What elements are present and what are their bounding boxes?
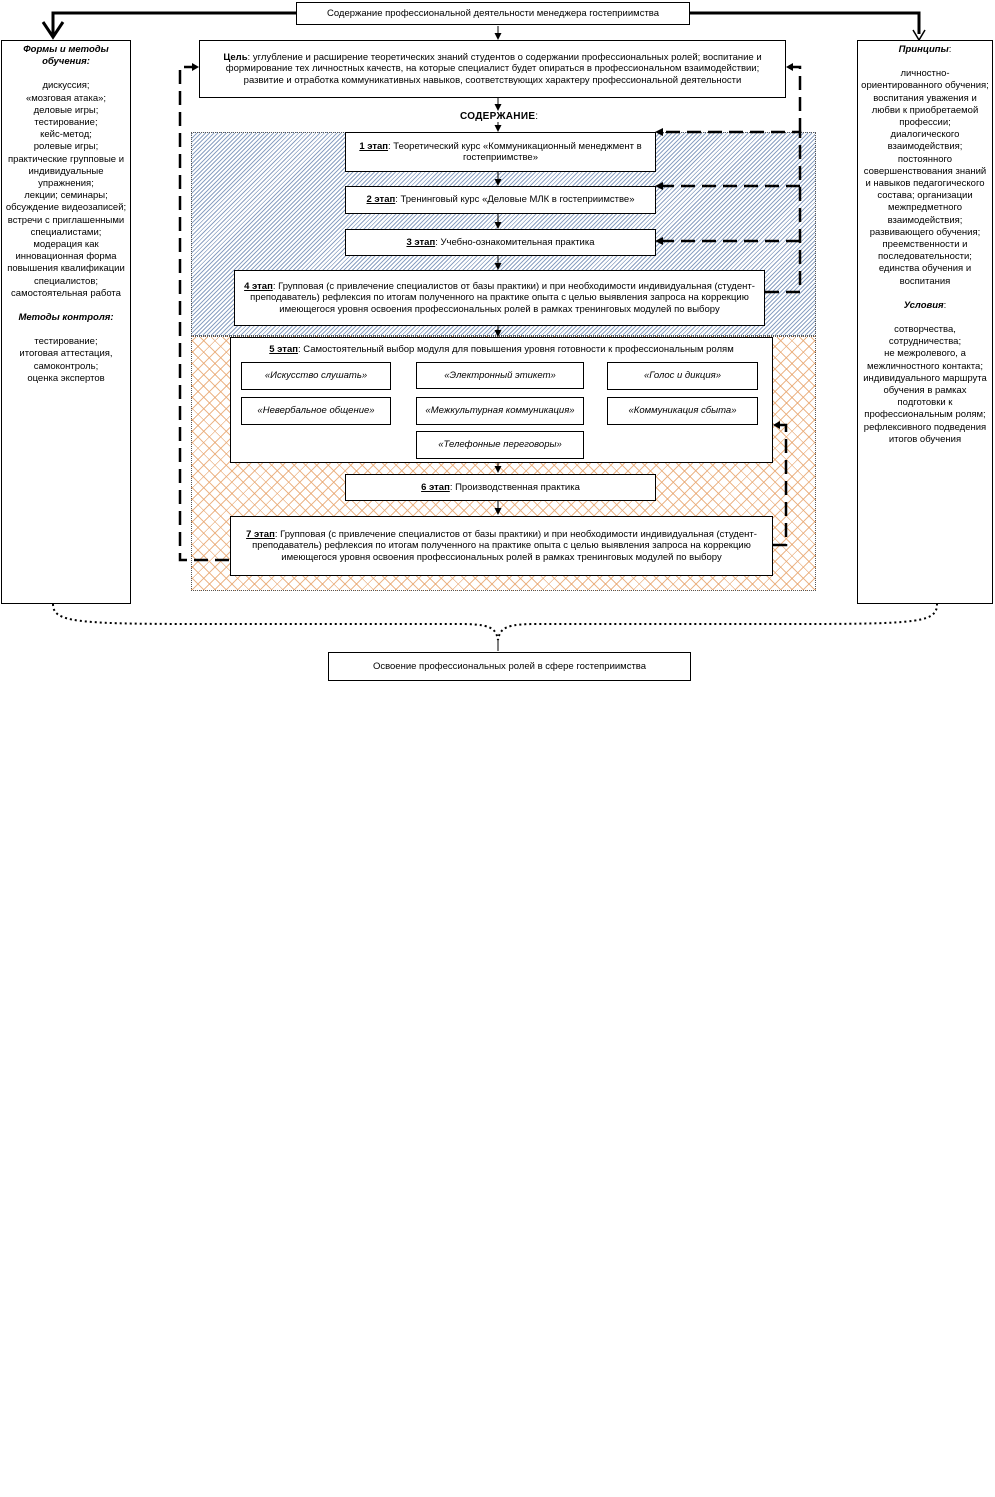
forms-item: «мозговая атака»; (25, 92, 107, 104)
arrow-to-forms (51, 11, 296, 34)
forms-item: дискуссия; (42, 80, 90, 92)
stage-1-label: 1 этап (359, 140, 389, 152)
forms-item: практические групповые и индивидуальные … (7, 153, 125, 190)
stage-2-label: 2 этап (366, 194, 396, 206)
control-item: тестирование; (34, 336, 98, 348)
module-e-etiquette: «Электронный этикет» (416, 362, 584, 389)
principles-item: личностно-ориентированного обучения; (861, 68, 989, 92)
goal-text: : углубление и расширение теоретических … (225, 51, 762, 86)
forms-item: модерация как инновационная форма повыше… (7, 239, 125, 287)
arrow-head-forms (41, 21, 65, 40)
control-item: самоконтроль; (33, 360, 99, 372)
stage-2-box: 2 этап: Тренинговый курс «Деловые МЛК в … (345, 186, 656, 214)
module-intercultural: «Межкультурная коммуникация» (416, 397, 584, 425)
stage-3-box: 3 этап: Учебно-ознакомительная практика (345, 229, 656, 256)
top-title-box: Содержание профессиональной деятельности… (296, 2, 690, 25)
stage-3-text: : Учебно-ознакомительная практика (435, 236, 595, 248)
forms-item: кейс-метод; (40, 129, 92, 141)
top-title: Содержание профессиональной деятельности… (326, 7, 660, 19)
forms-item: ролевые игры; (33, 141, 99, 153)
module-sales-communication: «Коммуникация сбыта» (607, 397, 758, 425)
forms-list: дискуссия; «мозговая атака»; деловые игр… (5, 80, 127, 300)
conditions-list: сотворчества, сотрудничества; не межроле… (861, 324, 989, 446)
principles-list: личностно-ориентированного обучения; вос… (861, 68, 989, 288)
stage-4-text: : Групповая (с привлечение специалистов … (250, 280, 755, 315)
forms-item: тестирование; (34, 117, 98, 129)
module-listening: «Искусство слушать» (241, 362, 391, 390)
goal-box: Цель: углубление и расширение теоретичес… (199, 40, 786, 98)
arrow-head-principles (912, 29, 926, 42)
stage-6-box: 6 этап: Производственная практика (345, 474, 656, 501)
forms-item: самостоятельная работа (11, 287, 121, 299)
principles-item: постоянного совершенствования знаний и н… (863, 153, 987, 226)
arrow-to-principles (690, 11, 921, 34)
principles-box: Принципы: личностно-ориентированного обу… (857, 40, 993, 604)
conditions-heading: Условия (903, 299, 944, 311)
forms-heading: Формы и методы обучения: (23, 44, 109, 68)
stage-6-label: 6 этап (421, 481, 450, 493)
forms-methods-box: Формы и методы обучения: дискуссия; «моз… (1, 40, 131, 604)
principles-item: диалогического взаимодействия; (887, 129, 963, 153)
conditions-item: сотворчества, сотрудничества; (888, 324, 962, 348)
conditions-item: индивидуального маршрута обучения в рамк… (863, 372, 987, 445)
stage-6-text: : Производственная практика (449, 481, 580, 493)
stage-5-label: 5 этап (269, 344, 298, 355)
forms-item: обсуждение видеозаписей; (5, 202, 127, 214)
forms-item: лекции; семинары; (24, 190, 108, 202)
forms-item: встречи с приглашенными специалистами; (7, 214, 125, 238)
feedback-loop-goal (790, 65, 802, 132)
stage-1-text: : Теоретический курс «Коммуникационный м… (388, 140, 642, 164)
principles-item: воспитания уважения и любви к приобретае… (871, 92, 979, 129)
principles-item: развивающего обучения; (869, 226, 981, 238)
principles-item: преемственности и последовательности; (878, 239, 972, 263)
control-item: оценка экспертов (27, 372, 105, 384)
stage-4-label: 4 этап (244, 280, 273, 292)
stage-5-text: : Самостоятельный выбор модуля для повыш… (297, 344, 734, 355)
control-item: итоговая аттестация, (19, 348, 113, 360)
module-voice-diction: «Голос и дикция» (607, 362, 758, 390)
module-phone-negotiations: «Телефонные переговоры» (416, 431, 584, 459)
stage-1-box: 1 этап: Теоретический курс «Коммуникацио… (345, 132, 656, 172)
conditions-item: не межролевого, а межличностного контакт… (867, 348, 983, 372)
forms-item: деловые игры; (33, 104, 99, 116)
principles-item: единства обучения и воспитания (878, 263, 972, 287)
stage-3-label: 3 этап (406, 236, 436, 248)
stage-7-box: 7 этап: Групповая (с привлечение специал… (230, 516, 773, 576)
control-heading: Методы контроля: (18, 312, 114, 324)
goal-label: Цель (223, 51, 248, 63)
principles-heading: Принципы (898, 44, 949, 55)
stage-2-text: : Тренинговый курс «Деловые МЛК в гостеп… (395, 194, 635, 206)
result-text: Освоение профессиональных ролей в сфере … (372, 660, 647, 672)
control-list: тестирование; итоговая аттестация, самок… (5, 336, 127, 385)
result-brace (52, 603, 938, 641)
result-box: Освоение профессиональных ролей в сфере … (328, 652, 691, 681)
stage-4-box: 4 этап: Групповая (с привлечение специал… (234, 270, 765, 326)
module-nonverbal: «Невербальное общение» (241, 397, 391, 425)
stage-7-text: : Групповая (с привлечение специалистов … (252, 528, 757, 563)
content-heading: СОДЕРЖАНИЕ: (460, 111, 539, 122)
stage-7-label: 7 этап (246, 528, 275, 540)
